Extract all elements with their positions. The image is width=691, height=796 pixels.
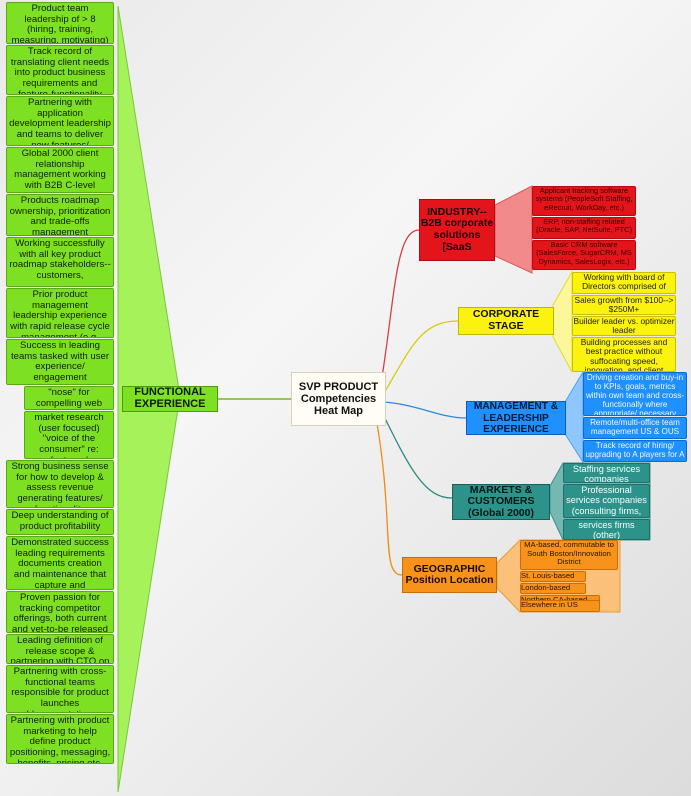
corporate-item[interactable]: Building processes and best practice wit… — [572, 337, 676, 372]
geographic-item[interactable]: MA-based, commutable to South Boston/Inn… — [520, 540, 618, 570]
functional-item[interactable]: Partnering with application development … — [6, 96, 114, 146]
geographic-label: GEOGRAPHIC Position Location — [405, 562, 494, 586]
markets-label: MARKETS & CUSTOMERS (Global 2000) — [467, 484, 535, 519]
corporate-fan — [552, 270, 573, 373]
corporate-item[interactable]: Builder leader vs. optimizer leader — [572, 316, 676, 336]
functional-hub[interactable]: FUNCTIONAL EXPERIENCE — [122, 386, 218, 412]
functional-item[interactable]: Global 2000 client relationship manageme… — [6, 147, 114, 193]
functional-item[interactable]: market research (user focused) "voice of… — [24, 411, 114, 459]
geographic-item[interactable]: Elsewhere in US — [520, 600, 600, 612]
industry-item[interactable]: Basic CRM software (SalesForce, SugarCRM… — [532, 240, 636, 270]
functional-item[interactable]: Partnering with product marketing to hel… — [6, 714, 114, 764]
functional-item[interactable]: Partnering with cross-functional teams r… — [6, 665, 114, 713]
central-title: SVP PRODUCT Competencies Heat Map — [298, 380, 379, 418]
geographic-item[interactable]: London-based — [520, 583, 586, 594]
functional-item[interactable]: Product team leadership of > 8 (hiring, … — [6, 2, 114, 44]
geographic-item[interactable]: St. Louis-based — [520, 571, 586, 582]
functional-item[interactable]: Products roadmap ownership, prioritizati… — [6, 194, 114, 236]
functional-items: Product team leadership of > 8 (hiring, … — [6, 2, 114, 792]
corporate-item[interactable]: Sales growth from $100--> $250M+ — [572, 295, 676, 315]
functional-item[interactable]: Success in leading teams tasked with use… — [6, 339, 114, 385]
functional-item[interactable]: Demonstrated success leading requirement… — [6, 536, 114, 590]
management-item[interactable]: Remote/multi-office team management US &… — [583, 417, 687, 439]
industry-item[interactable]: ERP, non-staffing related (Oracle, SAP, … — [532, 217, 636, 239]
markets-item[interactable]: Professional services companies (consult… — [563, 484, 650, 518]
industry-item[interactable]: Applicant tracking software systems (Peo… — [532, 186, 636, 216]
industry-fan — [494, 185, 533, 274]
functional-item[interactable]: "nose" for compelling web design — [24, 386, 114, 410]
industry-label: INDUSTRY-- B2B corporate solutions [SaaS — [420, 205, 494, 253]
corporate-link — [383, 320, 459, 394]
functional-item[interactable]: Strong business sense for how to develop… — [6, 460, 114, 508]
geographic-link — [374, 411, 403, 576]
geographic-hub[interactable]: GEOGRAPHIC Position Location — [402, 557, 497, 593]
corporate-item[interactable]: Working with board of Directors comprise… — [572, 272, 676, 294]
functional-item[interactable]: Working successfully with all key produc… — [6, 237, 114, 287]
markets-hub[interactable]: MARKETS & CUSTOMERS (Global 2000) — [452, 484, 550, 520]
management-item[interactable]: Driving creation and buy-in to KPIs, goa… — [583, 372, 687, 416]
industry-link — [379, 229, 420, 391]
functional-item[interactable]: Prior product management leadership expe… — [6, 288, 114, 338]
functional-item[interactable]: Leading definition of release scope & pa… — [6, 634, 114, 664]
corporate-hub[interactable]: CORPORATE STAGE — [458, 307, 554, 335]
markets-item[interactable]: services firms (other) — [563, 519, 650, 540]
management-label: MANAGEMENT & LEADERSHIP EXPERIENCE — [473, 401, 559, 435]
central-node[interactable]: SVP PRODUCT Competencies Heat Map — [291, 372, 386, 426]
markets-link — [379, 407, 453, 499]
markets-item[interactable]: Staffing services companies — [563, 463, 650, 483]
industry-hub[interactable]: INDUSTRY-- B2B corporate solutions [SaaS — [419, 199, 495, 261]
functional-label: FUNCTIONAL EXPERIENCE — [134, 386, 206, 410]
functional-item[interactable]: Deep understanding of product profitabil… — [6, 509, 114, 535]
management-fan — [564, 370, 584, 464]
management-link — [383, 401, 467, 419]
management-item[interactable]: Track record of hiring/ upgrading to A p… — [583, 440, 687, 462]
management-hub[interactable]: MANAGEMENT & LEADERSHIP EXPERIENCE — [466, 401, 566, 435]
functional-item[interactable]: Proven passion for tracking competitor o… — [6, 591, 114, 633]
functional-item[interactable]: Track record of translating client needs… — [6, 45, 114, 95]
corporate-label: CORPORATE STAGE — [472, 308, 540, 332]
